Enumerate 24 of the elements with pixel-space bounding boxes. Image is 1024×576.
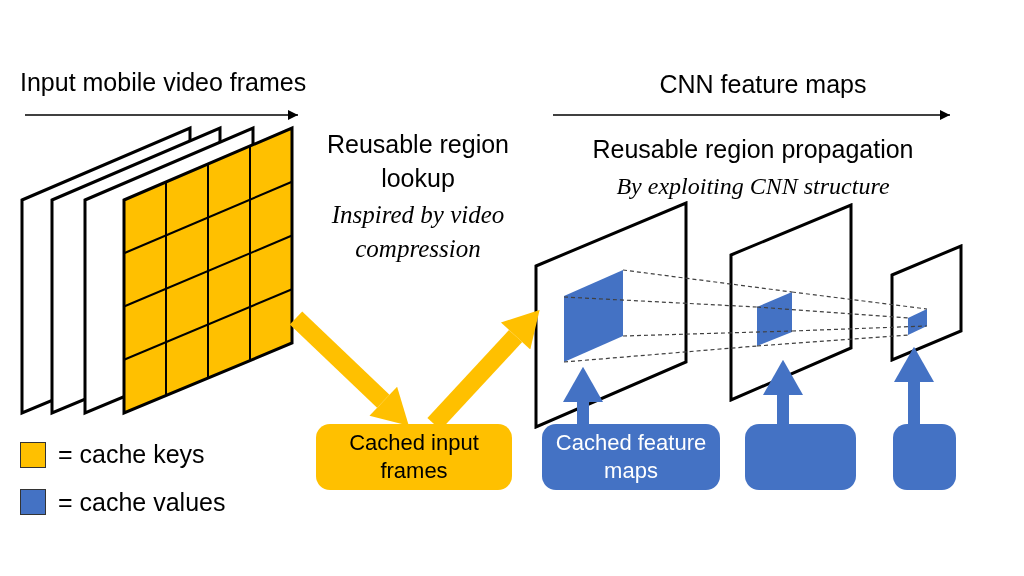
text-label: By exploiting CNN structure <box>615 172 891 201</box>
projection-line <box>622 269 793 293</box>
projection-line <box>756 334 909 347</box>
legend-text: = cache keys <box>58 439 205 470</box>
projection-line <box>756 306 909 319</box>
text-label: Input mobile video frames <box>20 67 307 98</box>
projection-line <box>563 345 758 363</box>
cache-block <box>745 424 856 490</box>
arrow <box>289 311 409 426</box>
text-label: CNN feature maps <box>658 69 868 100</box>
arrow <box>894 346 934 424</box>
projection-line <box>791 291 928 310</box>
legend-text: = cache values <box>58 486 226 518</box>
projection-line <box>622 330 793 337</box>
projection-line <box>791 325 928 332</box>
cache-block: Cached input frames <box>316 424 512 490</box>
text-label: Reusable region propagation <box>591 134 915 165</box>
text-label: Reusable region lookup <box>325 129 511 194</box>
arrow <box>763 359 803 424</box>
arrow <box>563 366 603 424</box>
text-label: Inspired by video compression <box>330 200 506 264</box>
cache-block <box>893 424 956 490</box>
projection-line <box>563 296 758 308</box>
cache-block: Cached feature maps <box>542 424 720 490</box>
